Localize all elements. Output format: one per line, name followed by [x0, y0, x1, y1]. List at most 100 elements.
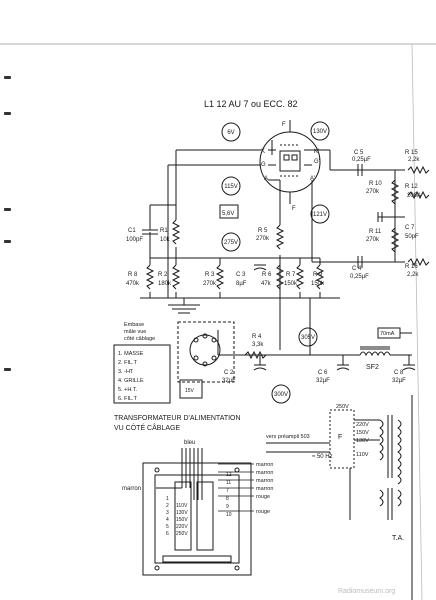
component-value: 470k — [126, 281, 140, 287]
pin-label: A' — [310, 176, 315, 182]
transformer-wire-label: marron — [122, 486, 141, 492]
binder-hole — [4, 368, 11, 371]
ground-symbols — [168, 298, 200, 314]
component-label: C 3 — [236, 272, 246, 278]
embase-title: Embase — [124, 322, 144, 328]
component-label: R 9 — [313, 272, 323, 278]
embase-legend-item: 5. +H.T. — [118, 387, 138, 393]
component-value: 0,25µF — [350, 274, 369, 280]
component-label: R 8 — [128, 272, 138, 278]
pin-number: 7 — [226, 488, 229, 494]
component-label: R 15 — [405, 150, 418, 156]
pin-number: 5 — [166, 524, 169, 530]
component-label: C 2 — [224, 370, 234, 376]
component-value: 8µF — [236, 281, 247, 287]
primary-tap: 220V — [176, 524, 188, 530]
component-value: 32µF — [316, 378, 330, 384]
voltage-badge: 6V — [227, 130, 234, 136]
voltage-badge: 130V — [313, 129, 327, 135]
voltage-badge: 300V — [274, 392, 288, 398]
component-value: 270k — [366, 237, 380, 243]
diagram-title: L1 12 AU 7 ou ECC. 82 — [204, 99, 298, 109]
embase-legend-item: 2. FIL.T — [118, 360, 138, 366]
voltage-box — [219, 204, 239, 219]
pin-number: 6 — [166, 531, 169, 537]
primary-tap: 250V — [176, 531, 188, 537]
embase-legend-item: 4. GRILLE — [118, 378, 144, 384]
embase-legend-item: 1. MASSE — [118, 351, 144, 357]
small-box-label: 15V — [185, 388, 195, 394]
voltage-badge: 305V — [301, 335, 315, 341]
wire-color: marron — [256, 478, 273, 484]
embase-title: mâle vue — [124, 329, 146, 335]
wire-color: rouge — [256, 494, 270, 500]
component-value: 150k — [311, 281, 325, 287]
primary-tap: 110V — [176, 503, 188, 509]
voltage-badge: 275V — [224, 240, 238, 246]
primary-tap: 130V — [176, 510, 188, 516]
component-label: R 6 — [262, 272, 272, 278]
component-label: R 12 — [405, 184, 418, 190]
component-label: R 7 — [286, 272, 296, 278]
component-label: C 5 — [354, 150, 364, 156]
pin-label: F — [282, 122, 286, 128]
component-value: 270k — [256, 236, 270, 242]
component-value: 270k — [203, 281, 217, 287]
pin-number: 2 — [166, 503, 169, 509]
tube-l1 — [259, 120, 321, 204]
component-value: 150k — [284, 281, 298, 287]
component-label: R 16 — [405, 264, 418, 270]
transformer-subtitle: VU CÔTÉ CÂBLAGE — [114, 423, 180, 432]
binder-hole — [4, 208, 11, 211]
component-value: 0,25µF — [352, 157, 371, 163]
mains-tap: 130V — [356, 438, 369, 444]
wiring — [140, 149, 416, 399]
transformer-title: TRANSFORMATEUR D'ALIMENTATION — [114, 415, 241, 422]
mains-tap: 110V — [356, 452, 369, 458]
embase-legend-item: 3. -HT — [118, 369, 134, 375]
binder-hole — [4, 240, 11, 243]
pin-label: K — [261, 149, 265, 155]
wire-color: marron — [256, 486, 273, 492]
embase-title: côté câblage — [124, 336, 155, 342]
component-value: 10k — [160, 237, 171, 243]
transformer-wire-label: bleu — [184, 440, 195, 446]
component-label: C 8 — [394, 370, 404, 376]
component-label: R 11 — [369, 229, 382, 235]
component-label: R 3 — [205, 272, 215, 278]
mains-tap: 220V — [356, 422, 369, 428]
transformer-ta-label: T.A. — [392, 535, 404, 542]
mains-tap: 250V — [336, 404, 349, 410]
primary-tap: 150V — [176, 517, 188, 523]
mains-drawing — [266, 395, 413, 600]
component-value: 47k — [261, 281, 272, 287]
component-value: 100pF — [126, 237, 143, 243]
wire-leaders — [218, 463, 254, 512]
component-label: C 7 — [405, 225, 415, 231]
binder-hole — [4, 76, 11, 79]
embase-legend-item: 6. FIL.T — [118, 396, 138, 402]
transformer-drawing — [142, 448, 252, 576]
pin-number: 10 — [226, 512, 232, 518]
component-value: 3,3k — [252, 342, 264, 348]
component-value: 180k — [158, 281, 172, 287]
component-value: 32µF — [392, 378, 406, 384]
pin-label: A — [264, 176, 268, 182]
pin-number: 4 — [166, 517, 169, 523]
pin-label: K' — [314, 149, 319, 155]
wire-color: marron — [256, 470, 273, 476]
mains-note: vers préampli 503 — [266, 434, 310, 440]
mains-tap: 150V — [356, 430, 369, 436]
page-edge-right — [411, 43, 423, 600]
voltage-badge: 115V — [224, 184, 238, 190]
pin-label: F — [292, 206, 296, 212]
pin-label: G' — [314, 159, 320, 165]
pin-number: 9 — [226, 504, 229, 510]
pin-label: G — [261, 162, 266, 168]
component-label: R 2 — [158, 272, 168, 278]
voltage-box-label: 5,6V — [222, 211, 234, 217]
binder-hole — [4, 112, 11, 115]
wire-color: marron — [256, 462, 273, 468]
component-label: R 4 — [252, 334, 262, 340]
